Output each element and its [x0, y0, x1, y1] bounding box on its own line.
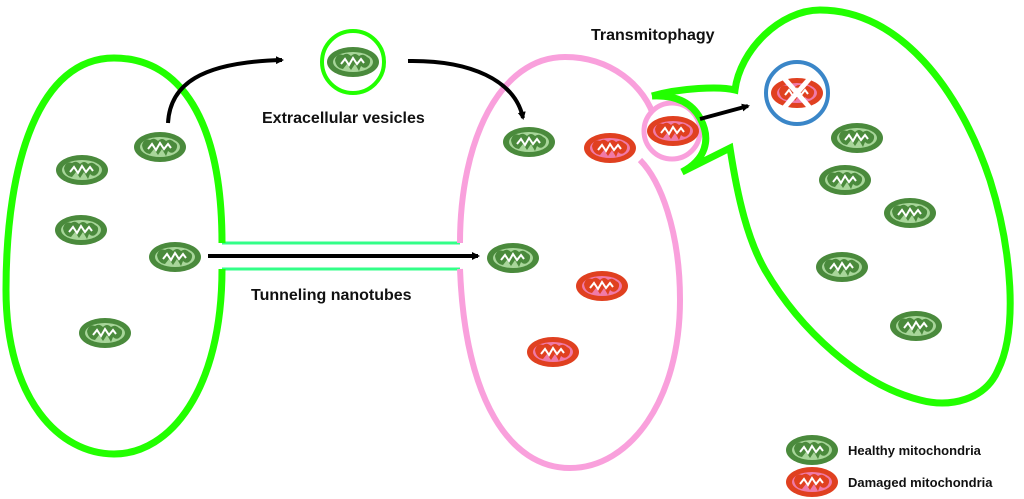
legend-damaged-mito-icon	[785, 466, 839, 498]
arrow-from-vesicle	[407, 58, 526, 120]
label-extracellular-vesicles: Extracellular vesicles	[262, 110, 425, 127]
damaged-mitochondrion	[646, 115, 700, 147]
label-tunneling-nanotubes: Tunneling nanotubes	[251, 287, 412, 304]
healthy-mitochondrion	[502, 126, 556, 158]
damaged-mitochondrion	[583, 132, 637, 164]
healthy-mitochondrion	[54, 214, 108, 246]
healthy-mitochondrion	[889, 310, 943, 342]
legend: Healthy mitochondria Damaged mitochondri…	[785, 434, 993, 498]
healthy-mitochondrion	[818, 164, 872, 196]
healthy-mitochondrion	[133, 131, 187, 163]
healthy-mitochondrion	[486, 242, 540, 274]
arrow-to-vesicle	[166, 56, 284, 124]
legend-healthy-label: Healthy mitochondria	[848, 443, 982, 458]
legend-damaged-label: Damaged mitochondria	[848, 475, 993, 490]
healthy-mitochondrion	[148, 241, 202, 273]
damaged-mitochondrion	[575, 270, 629, 302]
phagocytic-cell-membrane	[651, 6, 1014, 407]
healthy-mitochondrion	[815, 251, 869, 283]
healthy-mitochondrion	[78, 317, 132, 349]
tunneling-nanotube	[222, 241, 460, 271]
recipient-cell-membrane	[457, 53, 684, 472]
healthy-mitochondrion	[830, 122, 884, 154]
degradation-x-icon	[781, 75, 813, 111]
label-transmitophagy: Transmitophagy	[591, 27, 715, 44]
arrow-transmitophagy	[699, 103, 750, 121]
legend-healthy-mito-icon	[785, 434, 839, 466]
healthy-mitochondrion	[883, 197, 937, 229]
damaged-mitochondrion	[526, 336, 580, 368]
donor-cell-membrane	[2, 54, 226, 458]
vesicle-healthy-mitochondrion	[326, 46, 380, 78]
healthy-mitochondrion	[55, 154, 109, 186]
